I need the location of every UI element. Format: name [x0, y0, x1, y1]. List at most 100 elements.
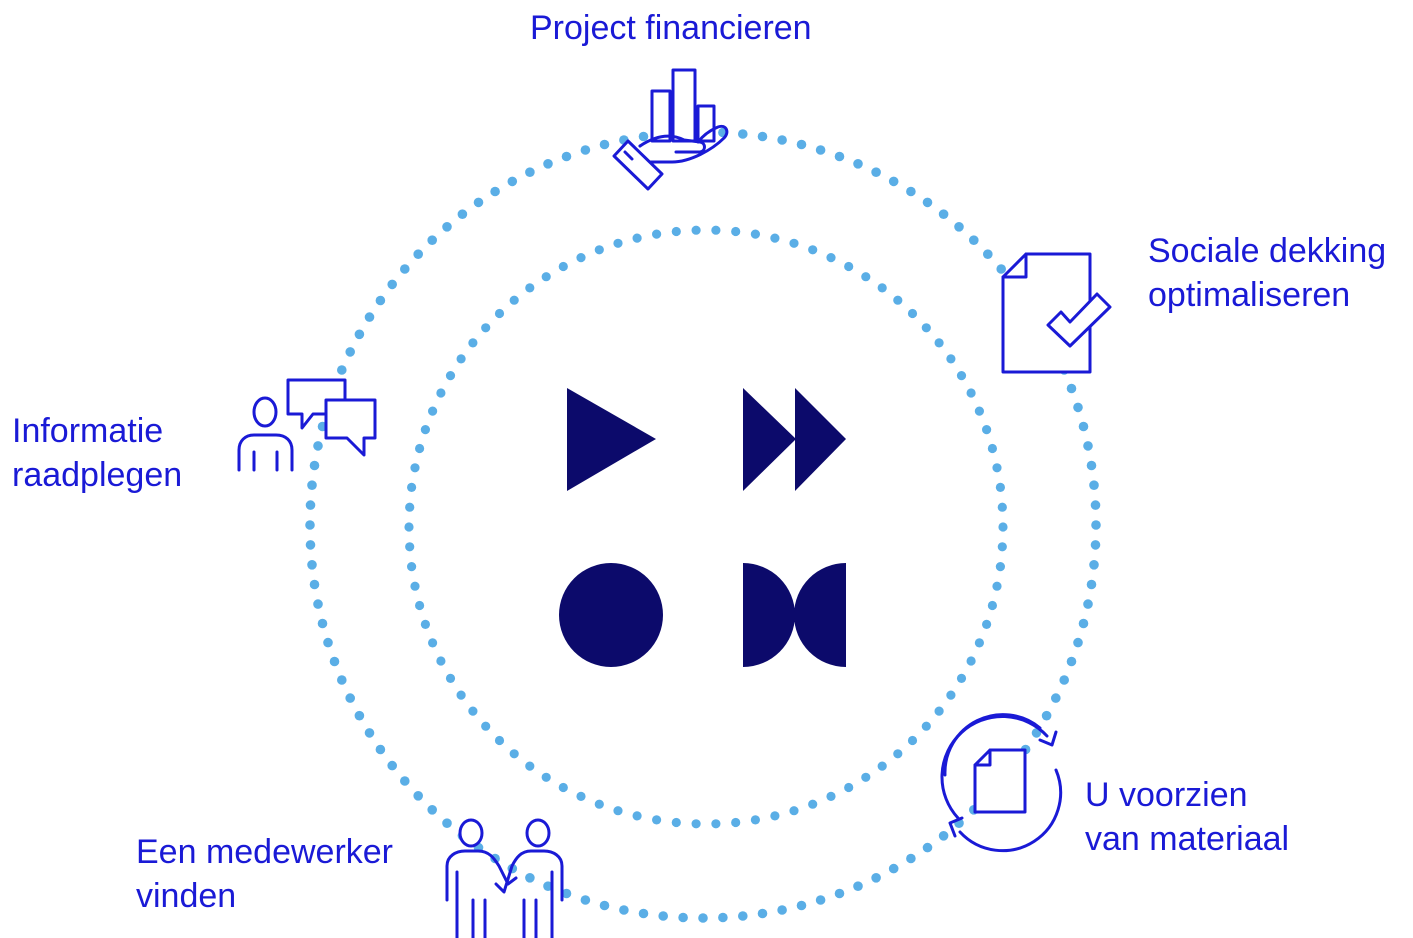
ring-dot — [481, 721, 491, 731]
ring-dot — [599, 900, 610, 911]
ring-dot — [375, 295, 386, 306]
ring-dot — [815, 145, 826, 155]
ring-dot — [543, 159, 553, 169]
ring-dot — [946, 354, 956, 364]
ring-dot — [982, 619, 992, 630]
hand-chart-icon — [612, 68, 729, 191]
ring-dot — [541, 272, 551, 282]
ring-dot — [364, 728, 375, 738]
ring-dot — [494, 308, 505, 319]
ring-dot — [323, 637, 333, 648]
ring-dot — [997, 502, 1007, 512]
ring-dot — [594, 799, 604, 809]
ring-dot — [309, 579, 320, 590]
ring-dot — [1090, 540, 1101, 550]
ring-dot — [305, 520, 315, 530]
ring-dot — [364, 312, 375, 322]
ring-dot — [1073, 637, 1083, 648]
label-line: raadplegen — [12, 456, 183, 494]
ring-dot — [541, 772, 551, 782]
ring-dot — [691, 225, 701, 235]
ring-dot — [671, 226, 681, 237]
ring-dot — [844, 782, 854, 793]
ring-dot — [757, 131, 768, 142]
ring-dot — [415, 600, 425, 611]
ring-dot — [808, 799, 818, 809]
ring-dot — [698, 913, 708, 923]
label-line: van materiaal — [1085, 820, 1290, 858]
ring-dot — [995, 562, 1006, 572]
ring-dot — [407, 562, 417, 572]
ring-dot — [1073, 402, 1083, 413]
ring-dot — [954, 222, 964, 232]
ring-dot — [619, 905, 629, 915]
ring-dot — [420, 619, 430, 630]
ring-dot — [410, 463, 420, 473]
ring-dot — [445, 371, 456, 381]
ring-dot — [400, 264, 410, 274]
ring-dot — [428, 638, 438, 648]
label-line: U voorzien — [1085, 776, 1248, 814]
ring-dot — [966, 656, 976, 666]
ring-dot — [580, 145, 591, 155]
ring-dot — [428, 406, 438, 416]
ring-dot — [998, 522, 1008, 532]
ring-dot — [731, 817, 741, 828]
ring-dot — [789, 806, 799, 816]
ring-dot — [987, 600, 998, 611]
ring-dot — [956, 371, 967, 381]
document-check-icon — [1001, 252, 1112, 374]
ring-dot — [808, 245, 818, 255]
ring-dot — [576, 791, 586, 802]
ring-dot — [983, 249, 993, 259]
ring-dot — [404, 522, 414, 532]
ring-dot — [632, 233, 642, 243]
ring-dot — [974, 638, 985, 648]
ring-dot — [494, 735, 505, 746]
ring-dot — [982, 425, 992, 435]
ring-dot — [387, 279, 398, 290]
ring-dot — [877, 283, 887, 293]
ring-dot — [1089, 480, 1099, 491]
ring-dot — [844, 261, 854, 272]
step-label-project-financieren: Project financieren — [530, 6, 812, 50]
label-line: optimaliseren — [1148, 276, 1351, 314]
ring-dot — [992, 463, 1002, 473]
ring-dot — [711, 819, 721, 829]
ring-dot — [561, 888, 572, 899]
ring-dot — [1041, 710, 1052, 721]
handshake-people-icon — [445, 818, 564, 938]
ring-dot — [1083, 441, 1093, 451]
ring-dot — [946, 690, 956, 700]
label-line: Sociale dekking — [1148, 232, 1387, 270]
ring-dot — [613, 806, 623, 816]
ring-dot — [888, 176, 899, 187]
ring-dot — [906, 853, 916, 864]
ring-dot — [1083, 599, 1093, 609]
ring-dot — [658, 911, 668, 921]
ring-dot — [956, 673, 967, 684]
ring-dot — [718, 912, 728, 923]
label-line: Informatie — [12, 412, 164, 450]
ring-dot — [893, 749, 903, 759]
ring-dot — [558, 261, 568, 272]
ring-dot — [834, 151, 845, 162]
ring-dot — [711, 225, 721, 235]
ring-dot — [456, 354, 466, 364]
ring-dot — [1078, 618, 1089, 629]
ring-dot — [525, 761, 535, 771]
ring-dot — [893, 295, 903, 305]
ring-dot — [442, 222, 452, 232]
ring-dot — [770, 233, 780, 243]
ring-dot — [995, 482, 1006, 492]
ring-dot — [731, 226, 741, 237]
document-refresh-icon — [940, 713, 1063, 853]
ring-dot — [580, 895, 591, 905]
ring-dot — [796, 139, 807, 150]
ring-dot — [992, 581, 1002, 591]
ring-dot — [525, 167, 535, 177]
ring-dot — [907, 308, 918, 319]
ring-dot — [468, 338, 478, 348]
ring-dot — [757, 908, 768, 919]
ring-dot — [938, 831, 949, 841]
